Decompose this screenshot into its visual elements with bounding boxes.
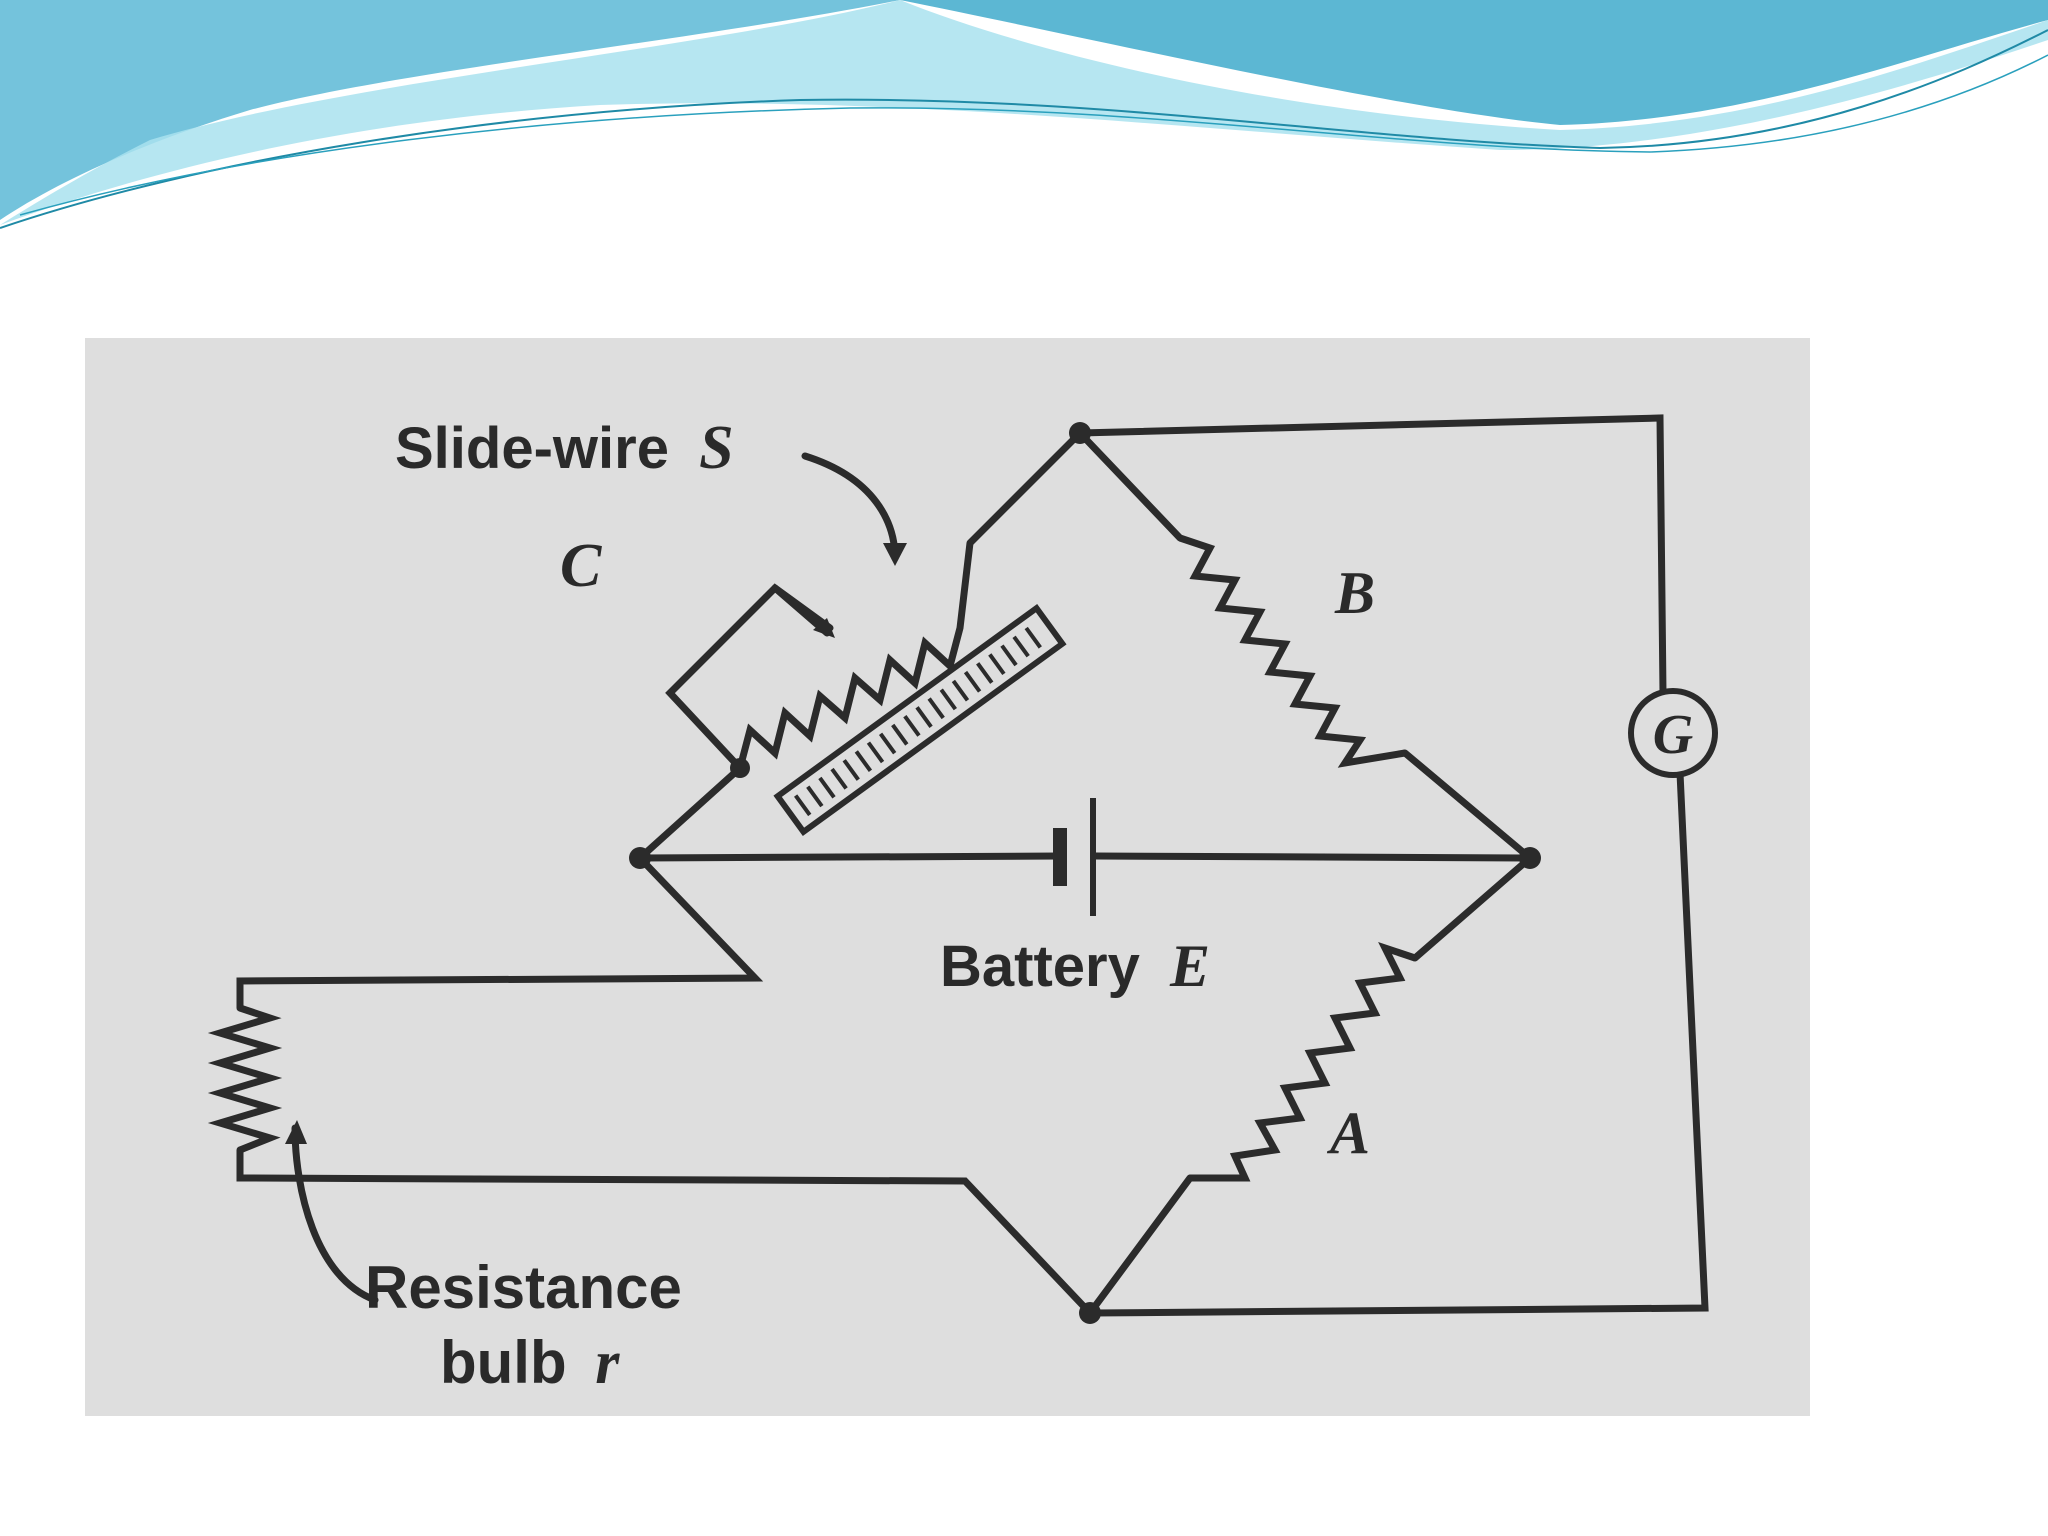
wire-galvanometer-to-bottom: [1089, 769, 1709, 1317]
label-a: A: [1326, 1100, 1370, 1166]
resistor-a: [1190, 942, 1417, 1182]
label-battery-text: Battery: [940, 934, 1140, 999]
label-b: B: [1334, 560, 1375, 626]
wire-top-to-galvanometer: [1076, 414, 1667, 697]
wire-bulb-to-bottom: [236, 1146, 1094, 1317]
wire-left-node-to-left-step: [236, 854, 764, 1012]
wire-a-to-bottom: [1086, 1174, 1194, 1317]
circuit-diagram-photo: Slide-wire S C B A G Battery E Resistanc…: [85, 338, 1810, 1416]
wire-battery-left: [636, 852, 1064, 862]
wave-light-band: [0, 0, 2048, 225]
node-top: [1069, 422, 1091, 444]
slide-wire-scale: [773, 603, 1067, 837]
resistor-b: [1178, 534, 1406, 768]
node-bottom: [1079, 1302, 1101, 1324]
label-slide-wire-symbol: S: [699, 414, 733, 482]
label-resistance-symbol: r: [595, 1329, 620, 1397]
wire-top-to-slidewire: [966, 429, 1084, 547]
resistance-bulb-resistor: [207, 1004, 283, 1154]
wave-dark-band: [0, 0, 2048, 125]
label-g: G: [1653, 704, 1693, 766]
label-battery-symbol: E: [1169, 933, 1210, 999]
wire-b-to-right-node: [1401, 749, 1534, 862]
wire-battery-right: [1091, 852, 1534, 862]
label-resistance-bulb-text: bulb: [440, 1329, 567, 1396]
wire-slidewire-to-left-node: [636, 764, 744, 862]
node-right: [1519, 847, 1541, 869]
slidewire-label-pointer: [801, 452, 899, 562]
slidewire-contact-arrowhead: [813, 618, 835, 638]
wave-line-1: [0, 29, 2048, 229]
label-slide-wire: Slide-wire S: [395, 414, 734, 482]
header-wave: [0, 0, 2048, 229]
galvanometer-circle: [1628, 688, 1718, 778]
wire-top-to-b: [1076, 429, 1184, 542]
label-c: C: [560, 532, 602, 600]
wave-left-band: [0, 0, 900, 220]
wave-line-2: [19, 54, 2048, 216]
label-resistance-line2: bulb r: [440, 1329, 620, 1397]
label-resistance-line1: Resistance: [365, 1254, 682, 1321]
bridge-circuit: Slide-wire S C B A G Battery E Resistanc…: [207, 414, 1718, 1397]
node-left: [629, 847, 651, 869]
resistance-bulb-pointer-head: [285, 1120, 307, 1144]
node-slidewire: [730, 758, 750, 778]
resistance-bulb-pointer: [291, 1124, 379, 1304]
label-slide-wire-text: Slide-wire: [395, 416, 669, 481]
label-battery: Battery E: [940, 933, 1210, 999]
wire-right-node-to-a: [1411, 854, 1534, 962]
slidewire-label-pointer-head: [883, 543, 907, 566]
slide-wire-resistor: [736, 542, 974, 769]
